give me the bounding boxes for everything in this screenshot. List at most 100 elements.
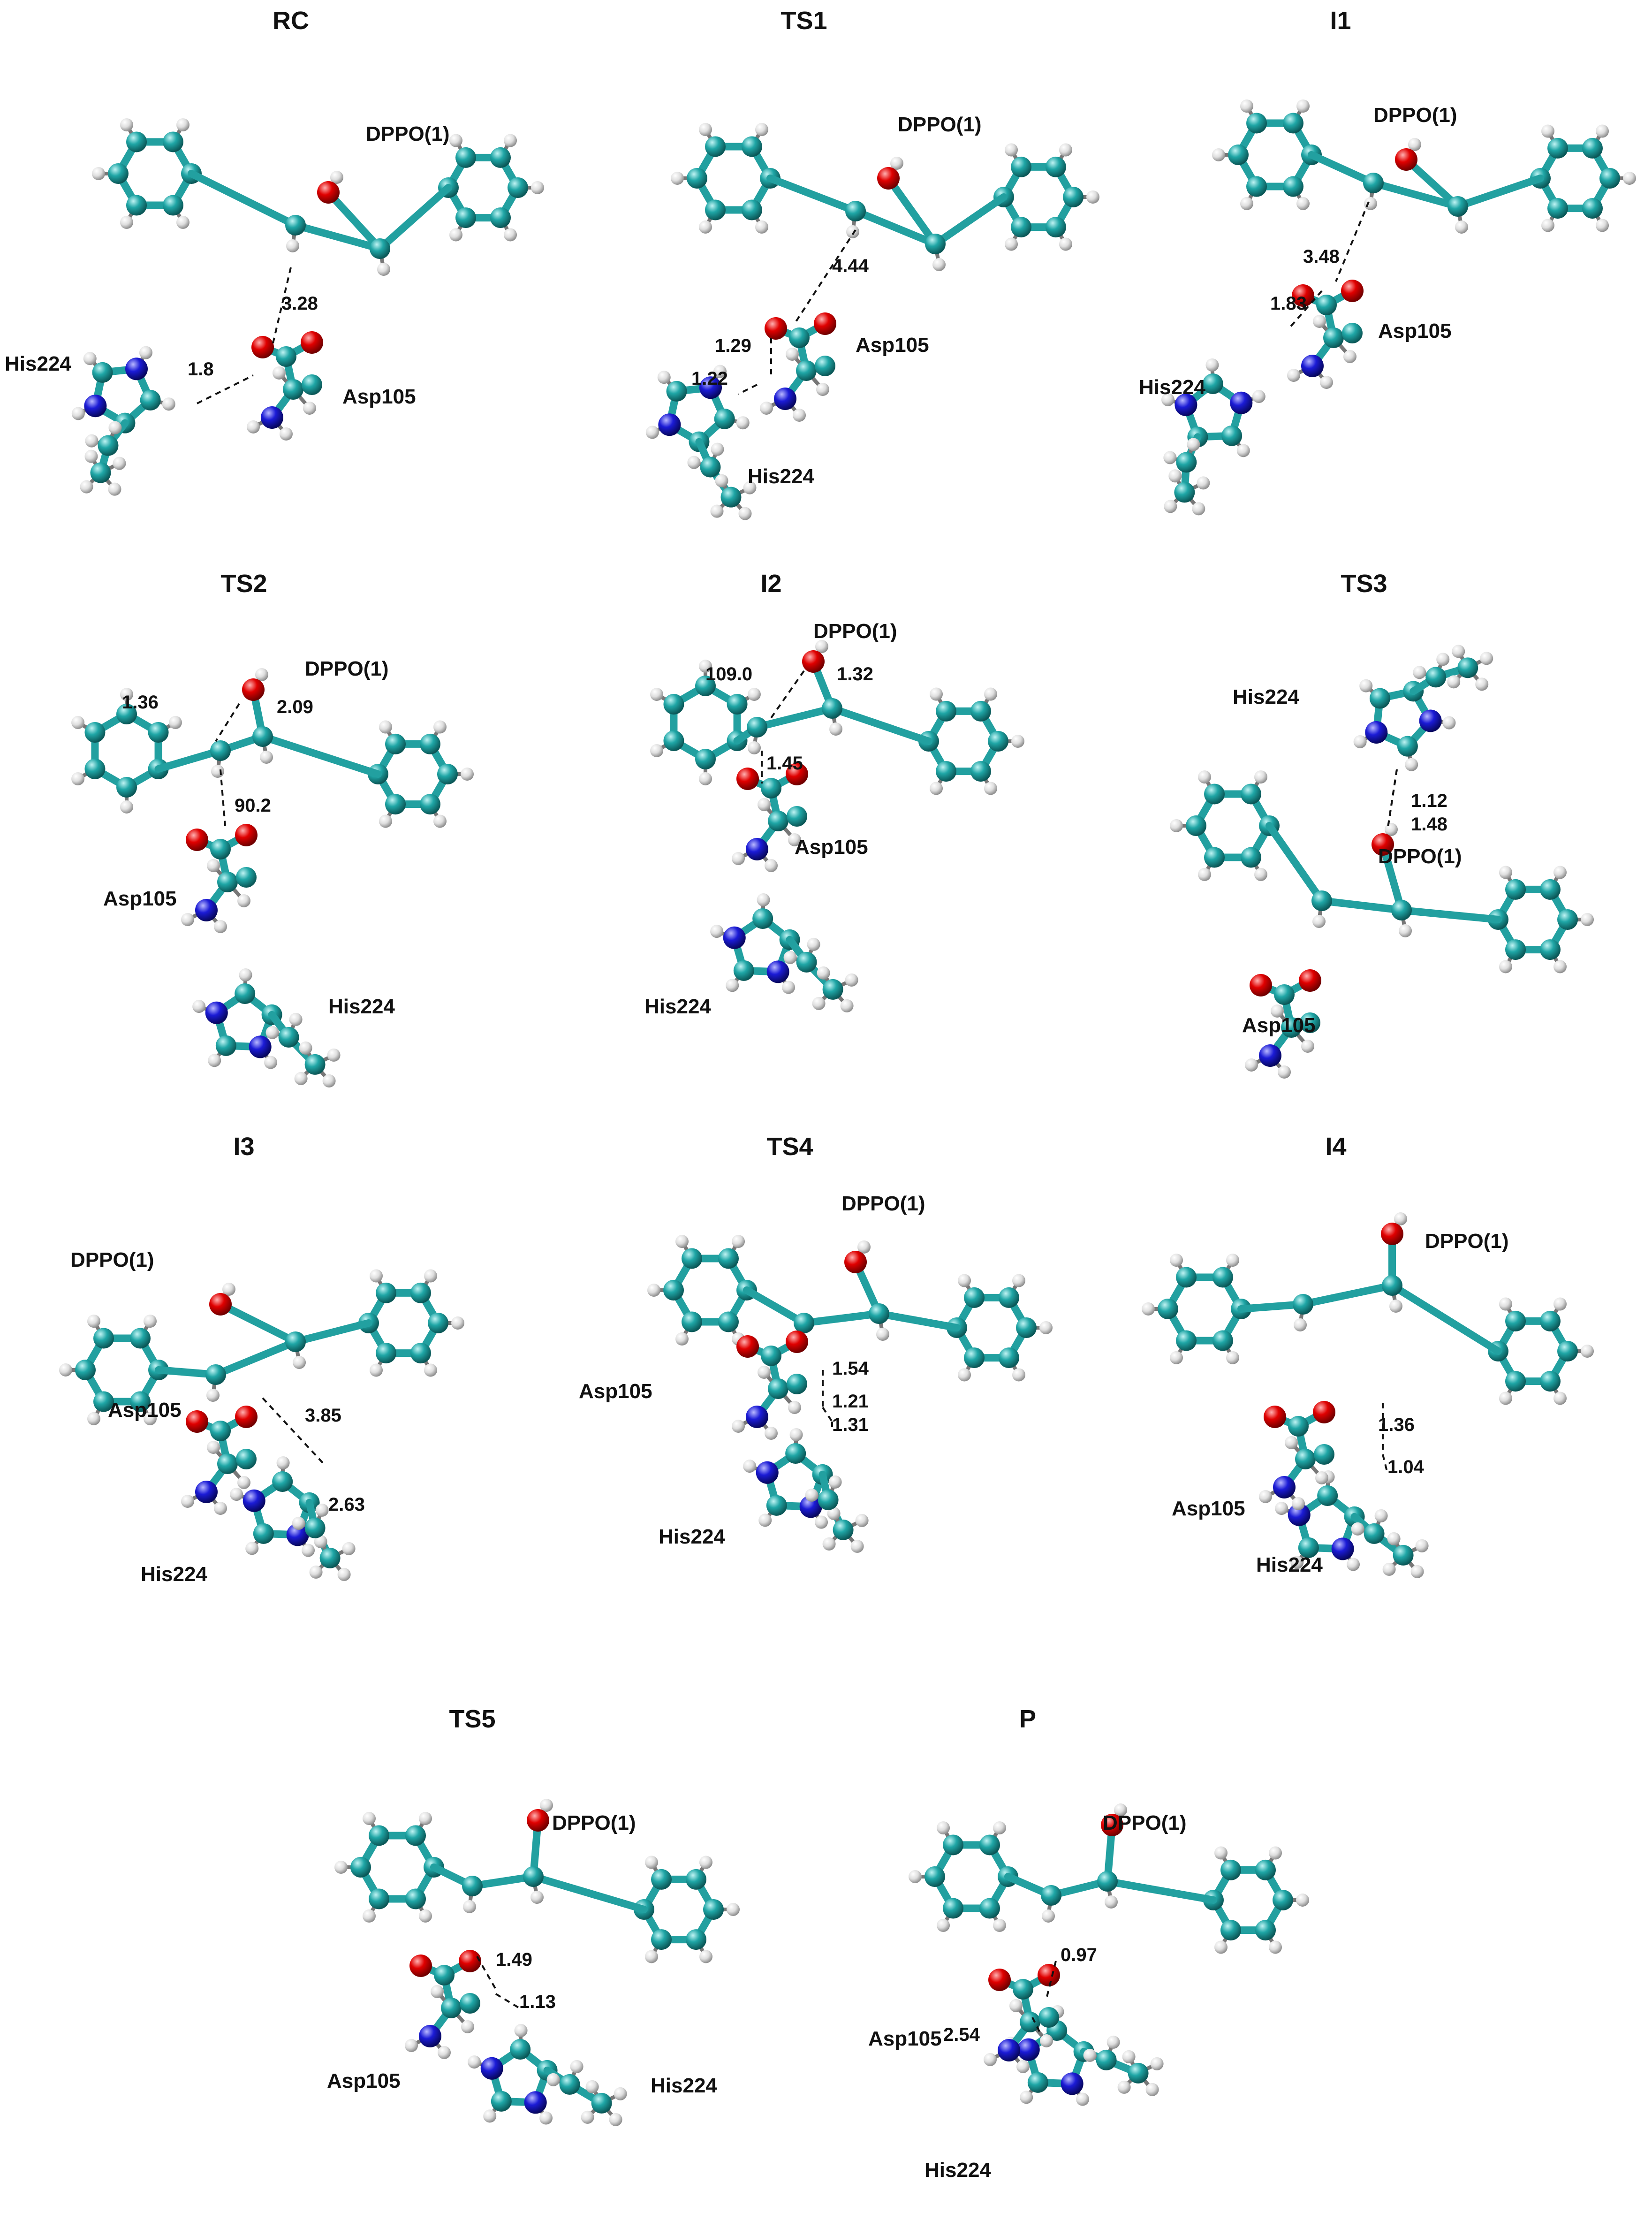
carbon-atom	[663, 1280, 684, 1301]
hydrogen-atom	[92, 167, 105, 180]
hydrogen-atom	[1374, 1509, 1388, 1522]
hydrogen-atom	[59, 1363, 72, 1377]
distance-line	[220, 769, 226, 826]
nitrogen-atom	[756, 1461, 779, 1484]
hydrogen-atom	[845, 973, 858, 987]
hydrogen-atom	[840, 999, 854, 1012]
carbon-atom	[785, 1443, 806, 1464]
carbon-atom	[818, 1489, 839, 1510]
hydrogen-atom	[539, 2111, 553, 2125]
carbon-atom	[1293, 1294, 1313, 1315]
label-his224: His224	[328, 995, 395, 1018]
carbon-atom	[559, 2074, 580, 2095]
hydrogen-atom	[1623, 172, 1636, 185]
hydrogen-atom	[699, 1950, 712, 1963]
hydrogen-atom	[675, 1332, 689, 1346]
oxygen-atom	[1341, 280, 1364, 302]
hydrogen-atom	[85, 434, 99, 448]
carbon-atom	[1505, 1310, 1526, 1331]
hydrogen-atom	[1040, 2034, 1053, 2047]
panel-title: I2	[760, 570, 781, 598]
distance-line	[1335, 201, 1370, 282]
carbon-atom	[126, 195, 147, 216]
hydrogen-atom	[483, 2109, 497, 2123]
hydrogen-atom	[782, 981, 796, 994]
hydrogen-atom	[334, 1861, 348, 1874]
bond	[1402, 156, 1462, 210]
hydrogen-atom	[736, 416, 750, 430]
hydrogen-atom	[710, 925, 724, 938]
distance-label: 1.45	[766, 753, 803, 774]
carbon-atom	[1393, 1544, 1414, 1566]
carbon-atom	[460, 1993, 480, 2014]
hydrogen-atom	[726, 979, 739, 992]
hydrogen-atom	[1012, 1274, 1025, 1287]
carbon-atom	[437, 764, 458, 784]
carbon-atom	[943, 1834, 963, 1856]
hydrogen-atom	[755, 220, 768, 234]
carbon-atom	[1505, 879, 1526, 900]
carbon-atom	[285, 1331, 306, 1352]
carbon-atom	[718, 1311, 739, 1332]
hydrogen-atom	[827, 1506, 841, 1520]
carbon-atom	[1397, 736, 1418, 757]
carbon-atom	[252, 726, 273, 747]
hydrogen-atom	[370, 1269, 383, 1283]
carbon-atom	[236, 1449, 257, 1469]
hydrogen-atom	[788, 1401, 801, 1414]
carbon-atom	[651, 1929, 672, 1950]
hydrogen-atom	[419, 1909, 432, 1923]
label-dppo: DPPO(1)	[841, 1192, 925, 1215]
carbon-atom	[1011, 217, 1031, 238]
nitrogen-atom	[1301, 355, 1324, 377]
hydrogen-atom	[793, 409, 806, 422]
oxygen-atom	[1313, 1401, 1335, 1423]
distance-label: 1.29	[715, 335, 751, 356]
carbon-atom	[441, 1998, 462, 2018]
hydrogen-atom	[570, 2060, 584, 2073]
bond	[217, 1301, 299, 1346]
carbon-atom	[205, 1364, 226, 1385]
hydrogen-atom	[815, 640, 828, 653]
carbon-atom	[1295, 1449, 1316, 1469]
hydrogen-atom	[1553, 866, 1567, 879]
carbon-atom	[714, 408, 735, 429]
hydrogen-atom	[273, 366, 286, 380]
hydrogen-atom	[431, 1985, 444, 1998]
hydrogen-atom	[71, 407, 85, 420]
hydrogen-atom	[1059, 237, 1072, 251]
nitrogen-atom	[1017, 2038, 1040, 2061]
distance-line	[794, 229, 856, 325]
hydrogen-atom	[168, 716, 182, 729]
carbon-atom	[510, 2039, 531, 2060]
hydrogen-atom	[1301, 1040, 1314, 1053]
hydrogen-atom	[758, 1513, 772, 1527]
carbon-atom	[1505, 939, 1526, 960]
carbon-atom	[523, 1866, 544, 1887]
hydrogen-atom	[760, 402, 773, 415]
hydrogen-atom	[585, 2080, 599, 2093]
nitrogen-atom	[261, 406, 283, 429]
carbon-atom	[253, 1523, 274, 1544]
carbon-atom	[1212, 1330, 1233, 1351]
hydrogen-atom	[463, 1900, 476, 1913]
nitrogen-atom	[998, 2039, 1020, 2061]
carbon-atom	[278, 1027, 299, 1048]
hydrogen-atom	[1442, 716, 1456, 730]
hydrogen-atom	[230, 1488, 243, 1501]
hydrogen-atom	[327, 1048, 341, 1062]
oxygen-atom	[186, 829, 208, 851]
hydrogen-atom	[245, 1542, 259, 1555]
hydrogen-atom	[433, 814, 447, 828]
carbon-atom	[666, 380, 687, 402]
carbon-atom	[761, 778, 781, 799]
bond	[325, 189, 384, 252]
bond	[1318, 897, 1405, 914]
hydrogen-atom	[1197, 476, 1210, 490]
oxygen-atom	[251, 336, 274, 358]
carbon-atom	[1016, 1317, 1037, 1338]
hydrogen-atom	[1187, 438, 1200, 451]
hydrogen-atom	[1553, 960, 1567, 973]
carbon-atom	[742, 199, 762, 221]
